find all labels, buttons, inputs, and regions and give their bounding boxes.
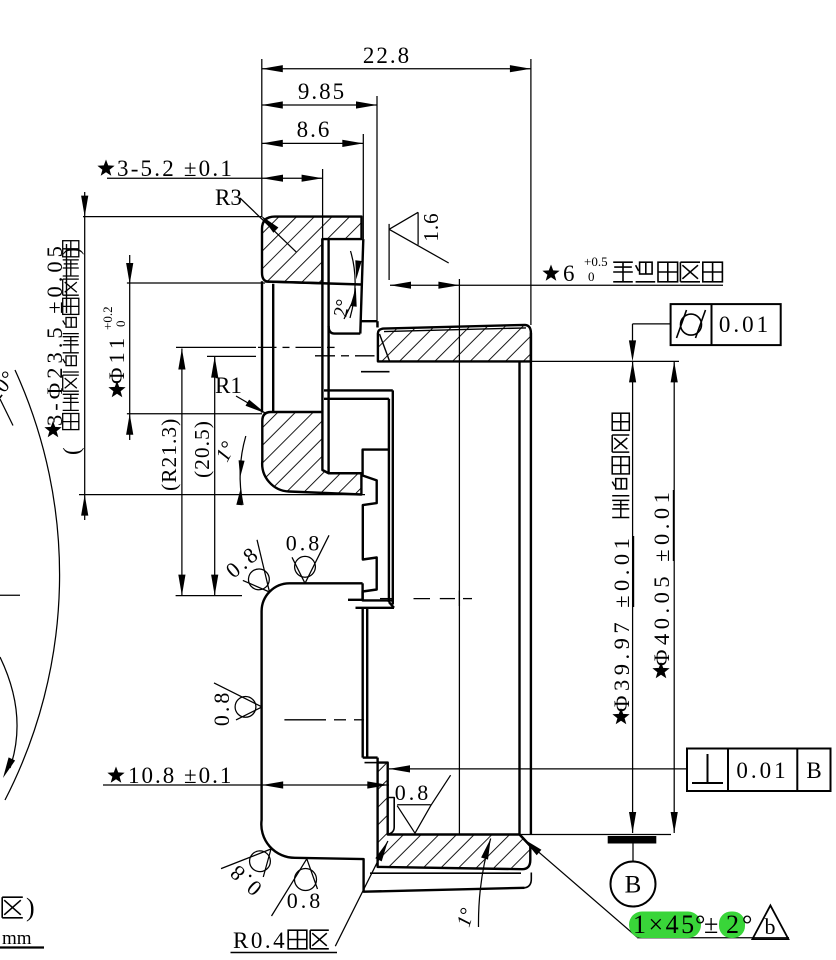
svg-text:6: 6 bbox=[563, 261, 575, 286]
svg-text:±: ± bbox=[704, 910, 718, 939]
svg-text:Φ39.97 ±0.01: Φ39.97 ±0.01 bbox=[609, 534, 634, 712]
svg-text:2: 2 bbox=[726, 910, 739, 939]
svg-text:10.8 ±0.1: 10.8 ±0.1 bbox=[128, 763, 233, 788]
svg-text:R0.4: R0.4 bbox=[233, 928, 287, 953]
svg-text:(20.5): (20.5) bbox=[190, 420, 214, 478]
svg-text:B: B bbox=[625, 872, 642, 899]
svg-text:8.6: 8.6 bbox=[297, 117, 332, 142]
svg-text:b: b bbox=[765, 914, 776, 939]
svg-text:): ) bbox=[26, 893, 35, 922]
svg-text:1°: 1° bbox=[453, 906, 479, 930]
svg-text:mm: mm bbox=[2, 928, 32, 949]
svg-text:0.8: 0.8 bbox=[287, 888, 324, 913]
svg-text:+0.5: +0.5 bbox=[584, 254, 608, 269]
svg-text:0.01: 0.01 bbox=[736, 758, 788, 783]
svg-text:R3: R3 bbox=[215, 185, 242, 210]
svg-text:0: 0 bbox=[588, 269, 595, 284]
svg-text:0.8: 0.8 bbox=[209, 690, 234, 727]
svg-text:0.8: 0.8 bbox=[286, 530, 323, 555]
svg-text:2°: 2° bbox=[330, 297, 354, 319]
svg-text:22.8: 22.8 bbox=[363, 43, 411, 68]
svg-text:R1: R1 bbox=[215, 373, 242, 398]
svg-text:0: 0 bbox=[113, 321, 128, 328]
svg-text:1×45: 1×45 bbox=[633, 910, 697, 939]
svg-text:Φ11: Φ11 bbox=[104, 334, 129, 384]
svg-text:(R21.3): (R21.3) bbox=[157, 418, 181, 491]
svg-text:1.6: 1.6 bbox=[419, 212, 443, 241]
svg-text:(: ( bbox=[59, 447, 84, 455]
svg-text:3-5.2 ±0.1: 3-5.2 ±0.1 bbox=[117, 156, 234, 181]
svg-text:9.85: 9.85 bbox=[298, 79, 346, 104]
svg-text:): ) bbox=[59, 247, 84, 255]
svg-text:0.01: 0.01 bbox=[719, 312, 771, 337]
svg-text:°: ° bbox=[742, 910, 752, 939]
svg-text:°: ° bbox=[695, 910, 705, 939]
svg-text:B: B bbox=[806, 758, 821, 783]
svg-text:0.8: 0.8 bbox=[395, 780, 432, 805]
svg-text:+0.2: +0.2 bbox=[100, 306, 115, 330]
svg-text:Φ40.05 ±0.01: Φ40.05 ±0.01 bbox=[649, 488, 674, 666]
